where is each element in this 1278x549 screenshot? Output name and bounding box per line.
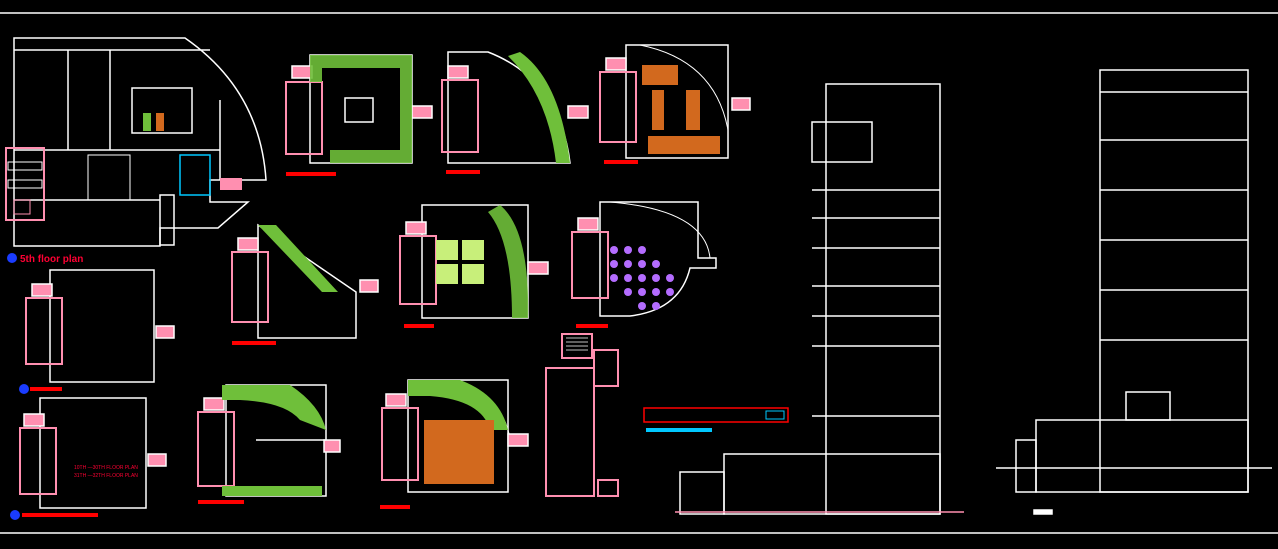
fifth-floor-title: 5th floor plan	[7, 253, 83, 265]
plan-row3-a	[197, 384, 341, 497]
title-bar-b	[286, 172, 336, 176]
green-tables-f	[436, 240, 484, 284]
core-detail-plan	[545, 333, 619, 497]
note-line-2: 31TH —32TH FLOOR PLAN	[74, 473, 138, 479]
note-line-1: 10TH —30TH FLOOR PLAN	[74, 465, 138, 471]
elevation-stepped	[675, 83, 964, 515]
plan-row3-b	[381, 379, 529, 493]
plan-row1-d	[599, 44, 751, 159]
title-bar-f	[404, 324, 434, 328]
plan-row2-c	[571, 201, 717, 317]
title-bar-k	[380, 505, 410, 509]
landscape-arc-c	[508, 52, 570, 163]
furniture-d	[642, 65, 720, 154]
section-marker-icon	[7, 253, 17, 263]
section-marker-icon	[19, 384, 29, 394]
title-bar-g	[576, 324, 608, 328]
title-bar-j	[198, 500, 244, 504]
section-strip	[643, 407, 789, 432]
furniture-k	[424, 420, 494, 484]
landscape-j	[222, 385, 326, 430]
purple-trees-g	[610, 246, 674, 310]
landscape-ring-b	[310, 55, 412, 163]
title-bar-h	[30, 387, 62, 391]
landscape-f	[488, 205, 529, 318]
title-bar-i	[22, 513, 98, 517]
title-bar-d	[604, 160, 638, 164]
section-marker-icon	[10, 510, 20, 520]
fifth-floor-label: 5th floor plan	[20, 254, 83, 265]
stair-icon	[566, 337, 588, 351]
plan-5th-floor	[13, 37, 267, 247]
title-bar-e	[232, 341, 276, 345]
plan-row2-a	[231, 223, 379, 339]
landscape-diag-e	[258, 225, 338, 292]
landscape-k	[408, 380, 508, 430]
plan-left-mid	[19, 269, 175, 394]
elevation-tower	[996, 69, 1272, 515]
plan-5th-floor-core	[5, 113, 242, 221]
landscape-j-bottom	[222, 486, 322, 496]
title-bar-c	[446, 170, 480, 174]
plan-left-low	[19, 397, 167, 509]
